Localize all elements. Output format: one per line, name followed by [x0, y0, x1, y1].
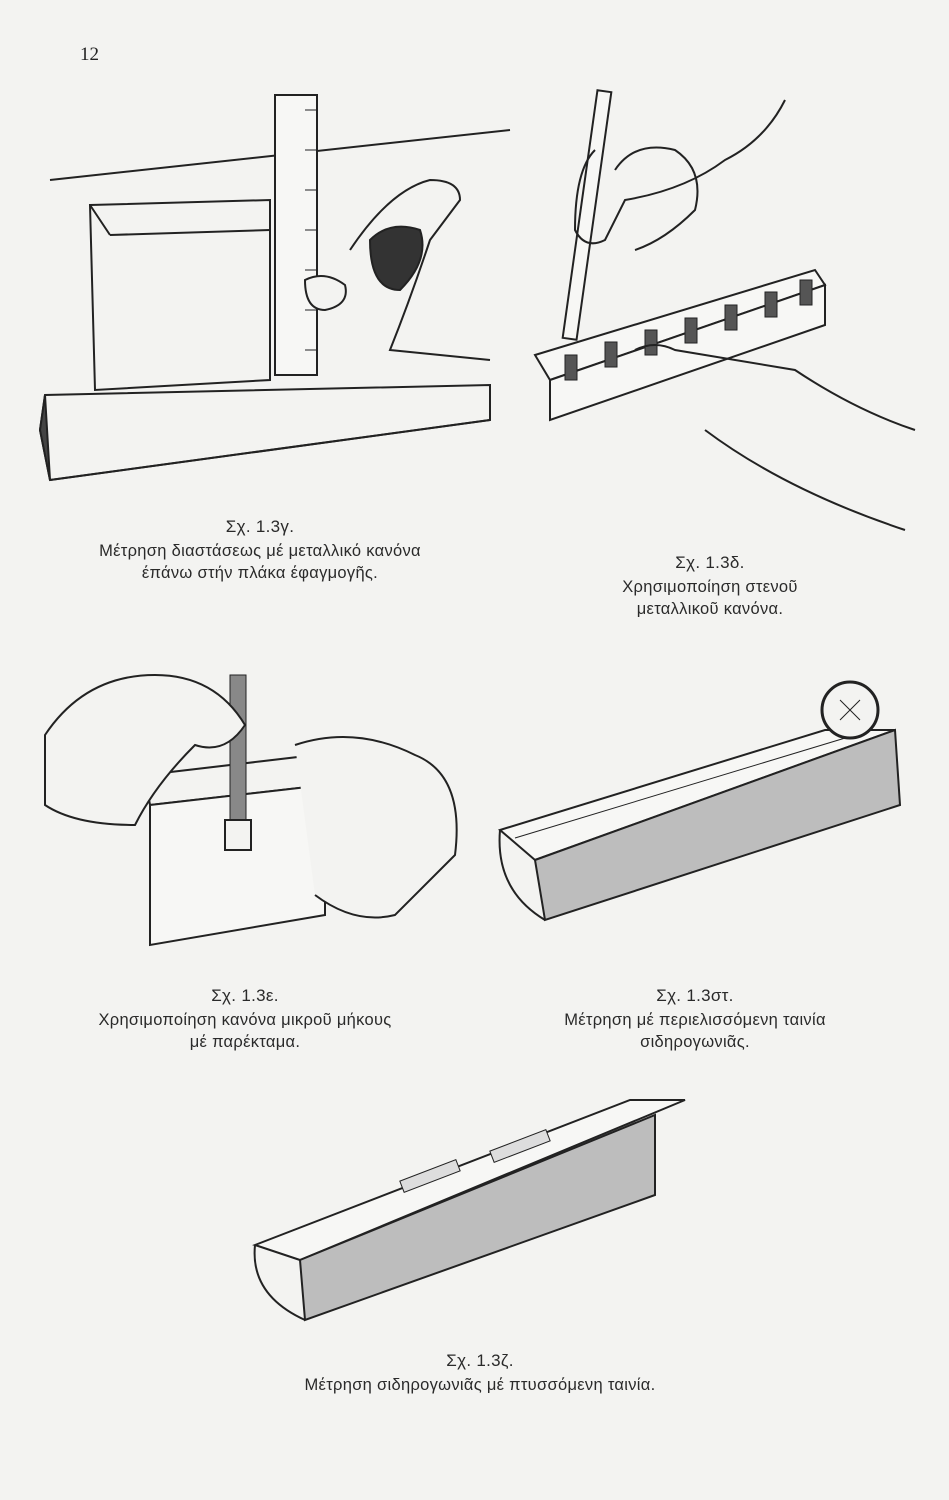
figure-label: Σχ. 1.3ζ. — [446, 1351, 514, 1370]
caption-line: Μέτρηση μέ περιελισσόμενη ταινία — [564, 1011, 826, 1029]
caption-line: σιδηρογωνιᾶς. — [640, 1033, 750, 1051]
figure-label: Σχ. 1.3στ. — [656, 986, 734, 1005]
figure-1-3z-caption: Σχ. 1.3ζ. Μέτρηση σιδηρογωνιᾶς μέ πτυσσό… — [200, 1350, 760, 1396]
figure-label: Σχ. 1.3γ. — [225, 517, 295, 536]
figure-1-3st-illustration — [495, 670, 915, 930]
figure-1-3d-caption: Σχ. 1.3δ. Χρησιμοποίηση στενοῦ μεταλλικο… — [560, 552, 860, 620]
caption-line: Χρησιμοποίηση στενοῦ — [622, 578, 798, 596]
caption-line: Μέτρηση διαστάσεως μέ μεταλλικό κανόνα — [99, 542, 421, 560]
figure-1-3st-caption: Σχ. 1.3στ. Μέτρηση μέ περιελισσόμενη ται… — [520, 985, 870, 1053]
caption-line: Μέτρηση σιδηρογωνιᾶς μέ πτυσσόμενη ταινί… — [304, 1376, 656, 1394]
page-number: 12 — [80, 44, 99, 65]
caption-line: Χρησιμοποίηση κανόνα μικροῦ μήκους — [98, 1011, 392, 1029]
figure-label: Σχ. 1.3δ. — [675, 553, 745, 572]
figure-1-3e-caption: Σχ. 1.3ε. Χρησιμοποίηση κανόνα μικροῦ μή… — [40, 985, 450, 1053]
figure-1-3e-illustration — [35, 655, 475, 965]
figure-1-3g-illustration — [40, 90, 520, 500]
caption-line: έπάνω στήν πλάκα έφαγμογῆς. — [141, 564, 379, 582]
figure-1-3g-caption: Σχ. 1.3γ. Μέτρηση διαστάσεως μέ μεταλλικ… — [40, 516, 480, 584]
caption-line: μεταλλικοῦ κανόνα. — [636, 600, 784, 618]
figure-label: Σχ. 1.3ε. — [211, 986, 279, 1005]
figure-1-3z-illustration — [250, 1090, 690, 1330]
caption-line: μέ παρέκταμα. — [189, 1033, 301, 1051]
figure-1-3d-illustration — [525, 90, 925, 530]
